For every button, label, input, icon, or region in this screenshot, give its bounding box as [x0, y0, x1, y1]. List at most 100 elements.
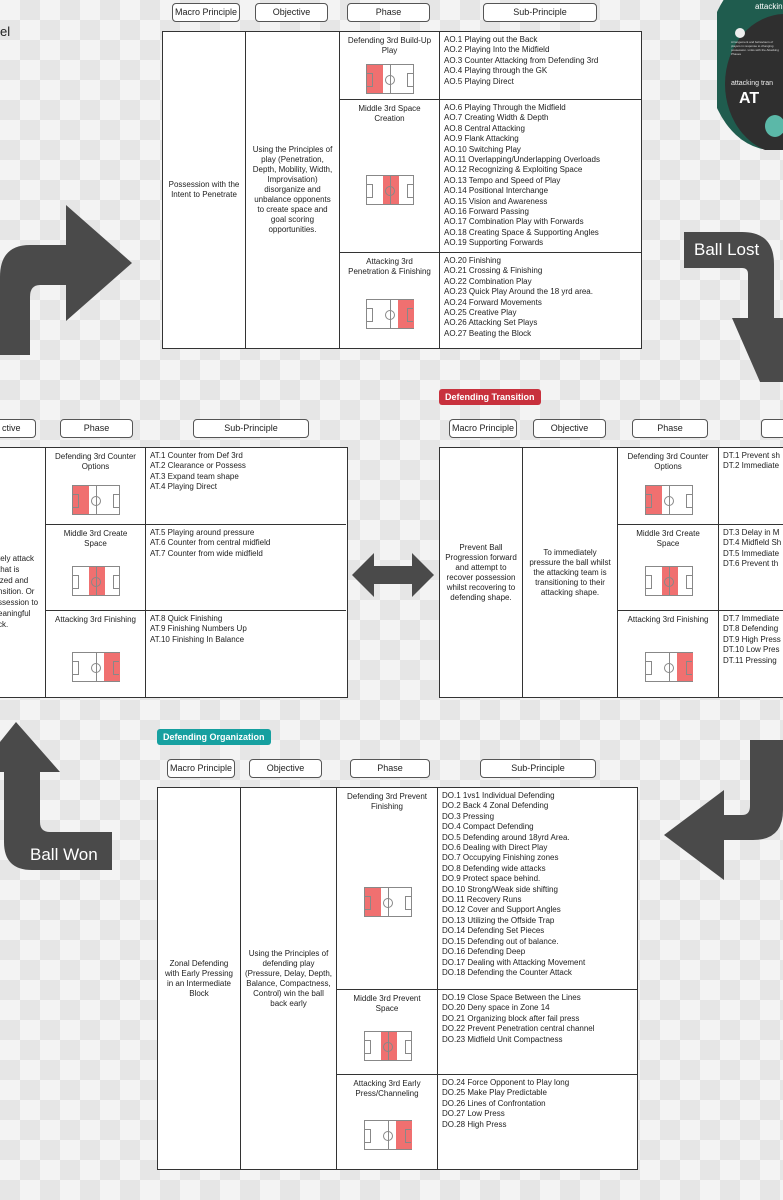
ao-subprinciple-item: AO.9 Flank Attacking: [444, 134, 519, 144]
at-objective-line: tely attack: [0, 554, 35, 563]
at-subprinciple-item: AT.1 Counter from Def 3rd: [150, 451, 243, 460]
do-subprinciple-item: DO.10 Strong/Weak side shifting: [442, 884, 558, 894]
logo-top-text: attacking: [755, 2, 783, 11]
do-phase-name: Defending 3rd Prevent Finishing: [346, 792, 428, 811]
ao-subprinciple-item: AO.21 Crossing & Finishing: [444, 266, 543, 276]
ao-phase-name: Middle 3rd Space Creation: [358, 104, 421, 123]
at-subprinciple-item: AT.8 Quick Finishing: [150, 614, 223, 623]
do-subprinciple-item: DO.2 Back 4 Zonal Defending: [442, 801, 549, 811]
at-subprinciple-item: AT.10 Finishing In Balance: [150, 634, 245, 644]
do-subprinciple-item: DO.19 Close Space Between the Lines: [442, 993, 581, 1002]
ao-phase-2: Middle 3rd Space Creation: [340, 100, 440, 253]
do-subprinciple-item: DO.7 Occupying Finishing zones: [442, 853, 559, 863]
do-subprinciple-item: DO.15 Defending out of balance.: [442, 936, 559, 946]
do-subprinciple-item: DO.21 Organizing block after fail press: [442, 1013, 580, 1023]
at-phase-3: Attacking 3rd Finishing: [46, 611, 146, 697]
pitch-diagram-mid-third: [72, 566, 120, 596]
do-subprinciple-item: DO.6 Dealing with Direct Play: [442, 843, 548, 853]
do-header-objective: Objective: [249, 759, 322, 778]
do-subprinciple-item: DO.27 Low Press: [442, 1109, 505, 1119]
ao-phase-1: Defending 3rd Build-Up Play: [340, 32, 440, 100]
at-header-sub: Sub-Principle: [193, 419, 309, 438]
curved-arrow-ball-lost: [684, 232, 783, 382]
ao-macro: Possession with the Intent to Penetrate: [163, 32, 246, 348]
at-objective-line: nsition. Or: [0, 587, 35, 596]
ao-subprinciple-item: AO.12 Recognizing & Exploiting Space: [444, 165, 583, 175]
do-phase-3: Attacking 3rd Early Press/Channeling: [337, 1075, 438, 1169]
pitch-diagram-mid-third: [366, 174, 414, 205]
dt-subprinciple-item: DT.7 Immediate: [723, 614, 780, 623]
dt-phase-name: Middle 3rd Create Space: [636, 529, 700, 548]
do-subprinciple-item: DO.4 Compact Defending: [442, 822, 534, 832]
ao-subprinciple-item: AO.25 Creative Play: [444, 308, 517, 318]
pitch-diagram-left-third: [644, 484, 693, 515]
do-subprinciple-item: DO.12 Cover and Support Angles: [442, 905, 561, 915]
ao-header-sub: Sub-Principle: [483, 3, 597, 22]
ao-header-macro: Macro Principle: [172, 3, 240, 22]
defending-transition-table: Prevent Ball Progression forward and att…: [439, 447, 783, 698]
dt-header-phase: Phase: [632, 419, 708, 438]
dt-subprinciple-item: DT.9 High Press: [723, 634, 781, 644]
curved-arrow-bottom-right: [664, 740, 783, 880]
dt-subprinciple-item: DT.11 Pressing: [723, 655, 777, 665]
pitch-diagram-left-third: [72, 484, 120, 515]
do-phase-2: Middle 3rd Prevent Space: [337, 990, 438, 1075]
at-objective-line: ssession to: [0, 598, 39, 607]
ao-subprinciple-item: AO.6 Playing Through the Midfield: [444, 103, 566, 112]
do-phase-name: Middle 3rd Prevent Space: [353, 994, 421, 1013]
ao-subprinciple-item: AO.15 Vision and Awareness: [444, 196, 548, 206]
at-objective-line: that is: [0, 565, 20, 574]
dt-subprinciple-item: DT.6 Prevent th: [723, 559, 779, 569]
ao-subprinciple-item: AO.8 Central Attacking: [444, 123, 525, 133]
at-header-objective: ctive: [0, 419, 36, 438]
do-subprinciple-item: DO.24 Force Opponent to Play long: [442, 1078, 570, 1087]
do-subprinciple-item: DO.9 Protect space behind.: [442, 874, 541, 884]
defending-organization-badge: Defending Organization: [157, 729, 271, 745]
do-subprinciple-item: DO.13 Utilizing the Offside Trap: [442, 915, 555, 925]
corner-label: el: [0, 24, 11, 39]
dt-phase-name: Defending 3rd Counter Options: [627, 452, 709, 471]
dt-header-macro: Macro Principle: [449, 419, 517, 438]
at-phase-1: Defending 3rd Counter Options: [46, 448, 146, 525]
do-subprinciple-item: DO.1 1vs1 Individual Defending: [442, 791, 555, 800]
dt-phase-2: Middle 3rd Create Space: [618, 525, 719, 611]
logo-sub-text: attacking tran: [731, 80, 774, 87]
logo-code: AT: [739, 90, 760, 107]
ao-subprinciple-item: AO.13 Tempo and Speed of Play: [444, 175, 561, 185]
at-objective-line: eaningful: [0, 609, 31, 618]
curved-arrow-top-left: [0, 205, 132, 355]
dt-phase-3: Attacking 3rd Finishing: [618, 611, 719, 697]
dt-subprinciple-item: DT.2 Immediate: [723, 461, 780, 471]
at-subprinciple-item: AT.2 Clearance or Possess: [150, 461, 246, 471]
at-subprinciple-item: AT.3 Expand team shape: [150, 471, 239, 481]
do-header-phase: Phase: [350, 759, 430, 778]
ao-phase-name: Defending 3rd Build-Up Play: [347, 36, 432, 55]
logo-description: Arrangement and behaviours of players in…: [731, 40, 779, 56]
dt-phase-1: Defending 3rd Counter Options: [618, 448, 719, 525]
at-subprinciple-item: AT.5 Playing around pressure: [150, 528, 255, 537]
dt-phase-name: Attacking 3rd Finishing: [627, 615, 709, 624]
defending-transition-badge: Defending Transition: [439, 389, 541, 405]
do-subprinciple-item: DO.28 High Press: [442, 1119, 507, 1129]
do-subprinciple-item: DO.8 Defending wide attacks: [442, 863, 546, 873]
ao-subprinciple-item: AO.22 Combination Play: [444, 276, 532, 286]
dt-subprinciple-item: DT.10 Low Pres: [723, 645, 780, 655]
do-subprinciple-item: DO.20 Deny space in Zone 14: [442, 1003, 550, 1013]
do-header-macro: Macro Principle: [167, 759, 235, 778]
pitch-diagram-mid-third: [363, 1030, 412, 1061]
at-phase-name: Defending 3rd Counter Options: [55, 452, 136, 471]
ao-subprinciple-item: AO.16 Forward Passing: [444, 207, 529, 217]
pitch-diagram-right-third: [72, 652, 120, 682]
ball-lost-label: Ball Lost: [694, 240, 760, 259]
dt-subprinciple-item: DT.8 Defending: [723, 624, 779, 634]
at-subprinciple-item: AT.9 Finishing Numbers Up: [150, 624, 247, 634]
ball-won-label: Ball Won: [30, 845, 98, 864]
ao-subprinciple-item: AO.19 Supporting Forwards: [444, 238, 544, 248]
do-macro: Zonal Defending with Early Pressing in a…: [158, 788, 241, 1169]
ao-header-objective: Objective: [255, 3, 328, 22]
